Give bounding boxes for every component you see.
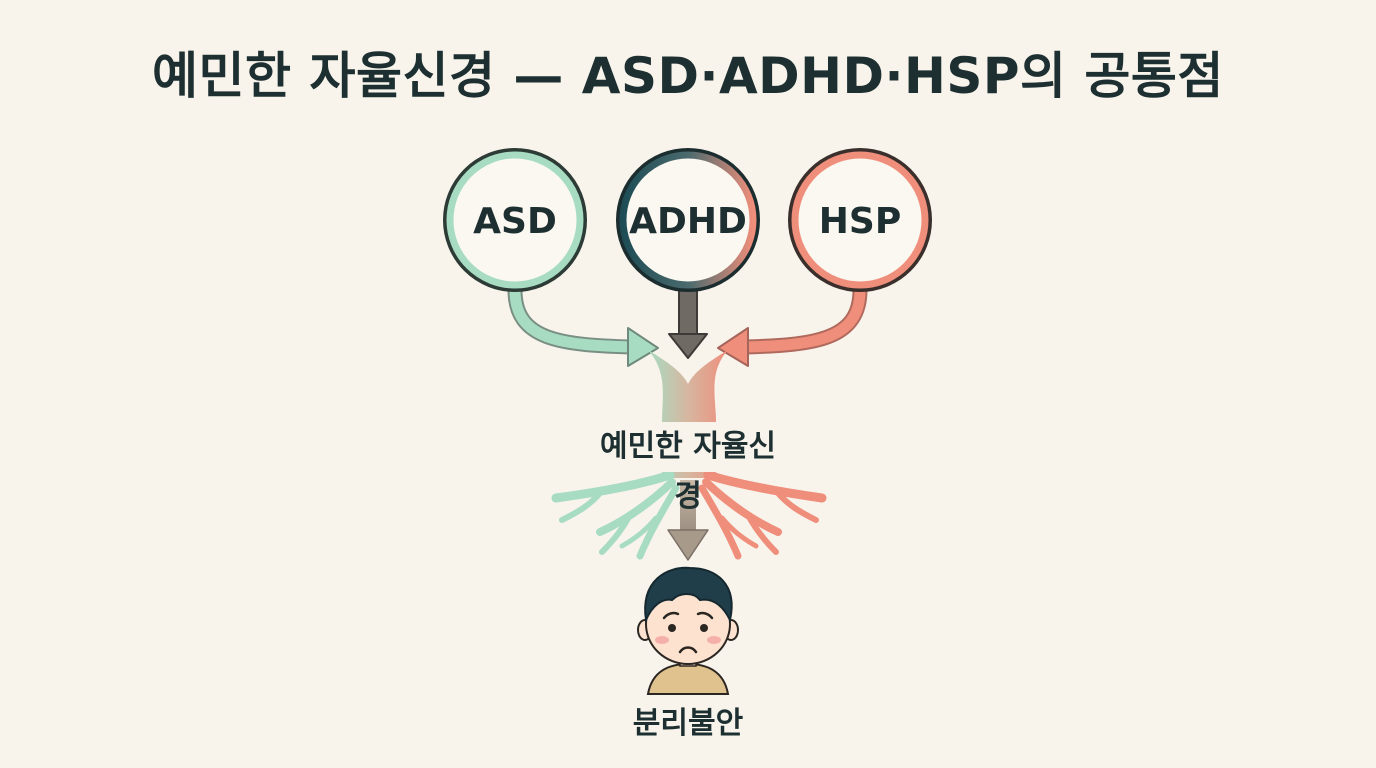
hsp-connector <box>717 282 868 367</box>
node-adhd: ADHD <box>616 148 760 292</box>
asd-connector <box>507 282 659 367</box>
node-asd: ASD <box>443 148 587 292</box>
roots <box>551 470 827 560</box>
node-adhd-label: ADHD <box>629 201 747 242</box>
node-hsp-label: HSP <box>819 201 901 242</box>
node-asd-label: ASD <box>473 201 557 242</box>
adhd-connector <box>668 289 708 359</box>
worried-child-icon <box>637 566 739 695</box>
center-label: 예민한 자율신경 <box>588 422 788 514</box>
outcome-label: 분리불안 <box>632 706 744 741</box>
node-hsp: HSP <box>788 148 932 292</box>
page-title: 예민한 자율신경 — ASD·ADHD·HSP의 공통점 <box>152 47 1224 105</box>
down-arrow <box>667 480 709 561</box>
